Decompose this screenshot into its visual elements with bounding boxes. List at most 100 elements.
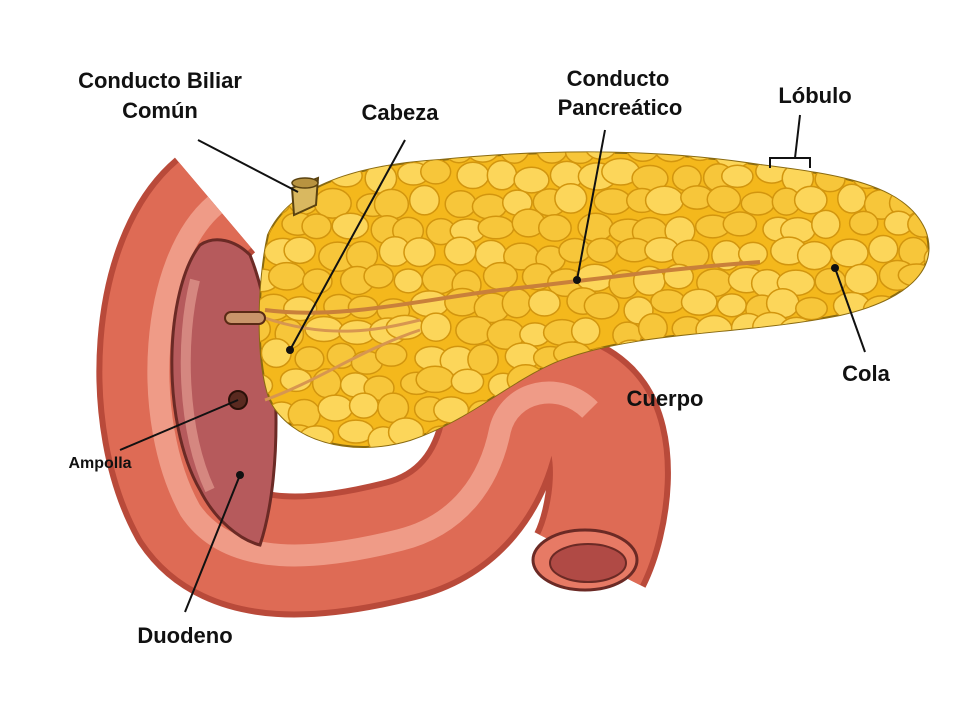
lobule xyxy=(848,210,879,236)
lobule xyxy=(844,263,879,295)
lobule xyxy=(917,152,929,166)
label-bile-duct-2: Común xyxy=(122,98,198,123)
lobule xyxy=(852,152,891,166)
lobule xyxy=(260,338,292,369)
lobule xyxy=(873,319,907,351)
lobule xyxy=(347,152,379,166)
common-bile-duct xyxy=(290,176,320,217)
lobule xyxy=(700,365,732,396)
lobule xyxy=(408,184,441,216)
lobule xyxy=(387,417,425,447)
lobule xyxy=(837,183,867,214)
lobule xyxy=(420,158,452,185)
lobule xyxy=(910,320,929,349)
lobule xyxy=(372,152,412,162)
lobule xyxy=(721,164,754,189)
lobule xyxy=(466,152,500,163)
lobule xyxy=(909,417,929,447)
lobule xyxy=(923,287,929,316)
lobule xyxy=(680,288,718,316)
lobule xyxy=(811,209,841,240)
lobule xyxy=(891,297,922,325)
lobule xyxy=(499,152,530,164)
lobule xyxy=(948,397,977,424)
lobule xyxy=(715,369,755,393)
lobule xyxy=(650,288,686,314)
lobule xyxy=(933,428,969,450)
lobule xyxy=(920,346,929,375)
lobule xyxy=(793,185,828,215)
lobule xyxy=(818,318,851,349)
lobule xyxy=(261,152,292,164)
lobule xyxy=(467,343,499,376)
lobule xyxy=(348,392,379,419)
lobule xyxy=(740,152,774,159)
lobule xyxy=(915,194,929,219)
lobule xyxy=(298,425,335,447)
label-pancreatic-duct: Conducto xyxy=(567,66,670,91)
leader-lines xyxy=(119,114,866,613)
lobule xyxy=(593,187,632,216)
lobule xyxy=(941,317,970,346)
lobule xyxy=(443,236,477,266)
lobule xyxy=(450,368,485,395)
lobule xyxy=(259,192,291,217)
lobule xyxy=(612,321,643,349)
lobule xyxy=(535,152,568,164)
lobule xyxy=(753,421,792,447)
lobule xyxy=(570,317,601,346)
lobule xyxy=(393,268,424,294)
lobule xyxy=(696,423,728,447)
lobule xyxy=(259,157,278,186)
lobule xyxy=(486,159,518,191)
lobule xyxy=(644,185,685,216)
lobule xyxy=(695,314,733,345)
lobule xyxy=(830,238,869,268)
lobule xyxy=(294,346,325,372)
lobule xyxy=(868,234,899,264)
lobule xyxy=(363,263,394,289)
lobule xyxy=(554,182,588,214)
lobule xyxy=(287,152,326,160)
lobule xyxy=(716,293,747,318)
lobule xyxy=(750,371,783,397)
lobule xyxy=(583,152,618,160)
lobule xyxy=(950,291,980,315)
lobule xyxy=(786,370,823,397)
lobule xyxy=(870,161,906,189)
lobule xyxy=(668,420,703,447)
lobule xyxy=(482,261,519,291)
lobule xyxy=(267,261,306,291)
lobule xyxy=(883,152,920,167)
lobule xyxy=(583,291,620,320)
lobule xyxy=(456,161,490,190)
lobule xyxy=(925,393,929,422)
label-bile-duct: Conducto Biliar xyxy=(78,68,242,93)
label-pancreatic-duct-2: Pancreático xyxy=(558,95,683,120)
lobule xyxy=(706,185,742,214)
lobule xyxy=(625,152,660,162)
lobule xyxy=(742,339,780,367)
lobule xyxy=(862,295,901,325)
lobule xyxy=(259,211,273,240)
label-head: Cabeza xyxy=(361,100,439,125)
lobule xyxy=(283,236,317,265)
lobule xyxy=(736,395,772,423)
lobule xyxy=(537,214,572,242)
lobule xyxy=(740,191,775,216)
lobule xyxy=(890,400,922,430)
lobule xyxy=(528,289,561,317)
lobule xyxy=(814,267,847,295)
lobule xyxy=(834,152,873,164)
lobule xyxy=(564,152,596,165)
lobule xyxy=(897,263,929,288)
lobule xyxy=(315,152,352,165)
lobule xyxy=(796,240,833,271)
lobule xyxy=(642,343,677,372)
lobule xyxy=(317,394,354,422)
lobule xyxy=(776,423,816,447)
lobule xyxy=(931,162,961,187)
lobule xyxy=(954,186,980,209)
lobule xyxy=(723,420,757,445)
lobule xyxy=(771,348,804,376)
